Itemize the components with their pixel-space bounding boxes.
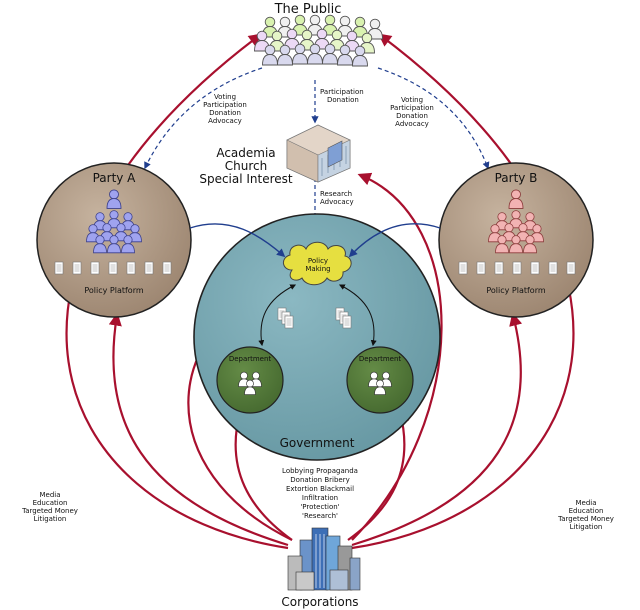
label-advocacy-a: Advocacy [208, 117, 242, 125]
label-targeted-money-right: Targeted Money [557, 515, 614, 523]
label-participation-a: Participation [203, 101, 247, 109]
link-policy-dept-left [258, 284, 297, 347]
corporations: Corporations [281, 527, 361, 609]
government-title: Government [280, 436, 355, 450]
department-left: Department [216, 346, 284, 414]
label-research-corp: 'Research' [302, 512, 338, 520]
label-media-left: Media [39, 491, 60, 499]
label-media-right: Media [575, 499, 596, 507]
skyscrapers-icon [287, 527, 361, 591]
label-corp-influence: Lobbying Propaganda Donation Bribery Ext… [282, 467, 358, 520]
label-participation-b: Participation [390, 104, 434, 112]
party-policy-arrows [189, 223, 441, 258]
party-b-platform-label: Policy Platform [486, 286, 546, 295]
department-right-label: Department [359, 355, 402, 363]
interest-line3: Special Interest [199, 172, 293, 186]
label-public-to-interest: Participation Donation [320, 88, 364, 104]
link-policy-dept-right [338, 284, 377, 347]
party-a-platform-label: Policy Platform [84, 286, 144, 295]
arrow-corp-to-public-left [65, 33, 289, 550]
public-title: The Public [274, 2, 342, 17]
label-infiltration: Infiltration [302, 494, 338, 502]
label-advocacy-b: Advocacy [395, 120, 429, 128]
arrow-public-to-party-b [377, 67, 490, 170]
label-litigation-left: Litigation [34, 515, 67, 523]
label-donation-a: Donation [209, 109, 241, 117]
interest-line2: Church [225, 159, 267, 173]
label-education-left: Education [33, 499, 68, 507]
building-icon [286, 124, 351, 183]
label-corp-to-public-left: Media Education Targeted Money Litigatio… [21, 491, 78, 523]
party-a: Party A Policy Platform [36, 162, 192, 318]
special-interest: Academia Church Special Interest [199, 124, 351, 186]
arrow-public-to-party-a [144, 67, 263, 170]
label-education-right: Education [569, 507, 604, 515]
label-public-to-party-a: Voting Participation Donation Advocacy [203, 93, 247, 125]
interest-line1: Academia [216, 146, 275, 160]
policy-making-cloud: Policy Making [283, 241, 352, 286]
label-voting-a: Voting [214, 93, 236, 101]
arrow-corp-to-dept-left [230, 409, 293, 541]
public: The Public [253, 2, 384, 67]
corporate-influence-arrows [65, 33, 575, 550]
label-public-to-party-b: Voting Participation Donation Advocacy [390, 96, 434, 128]
policy-label-line1: Policy [308, 257, 328, 265]
arrow-corp-to-public-right [351, 33, 575, 550]
label-donation-b: Donation [396, 112, 428, 120]
label-donation-bribery: Donation Bribery [290, 476, 349, 484]
label-advocacy-policy: Advocacy [320, 198, 354, 206]
arrow-corp-to-interest [351, 172, 443, 541]
label-corp-to-public-right: Media Education Targeted Money Litigatio… [557, 499, 614, 531]
arrow-party-a-to-policy [189, 223, 286, 258]
government: Government Policy Making Department [193, 213, 441, 461]
department-left-label: Department [229, 355, 272, 363]
party-b: Party B Policy Platform [438, 162, 594, 318]
label-interest-to-policy: Research Advocacy [320, 190, 354, 206]
crowd-icon [253, 14, 384, 67]
label-protection: 'Protection' [300, 503, 339, 511]
arrow-corp-to-party-a [108, 312, 289, 547]
label-litigation-right: Litigation [570, 523, 603, 531]
party-b-title: Party B [495, 171, 538, 185]
policy-label-line2: Making [305, 265, 330, 273]
label-research: Research [320, 190, 352, 198]
label-voting-b: Voting [401, 96, 423, 104]
corporations-title: Corporations [281, 595, 358, 609]
arrow-party-b-to-policy [348, 223, 441, 258]
label-participation-interest: Participation [320, 88, 364, 96]
arrow-corp-to-party-b [351, 312, 523, 547]
label-extortion-blackmail: Extortion Blackmail [286, 485, 354, 493]
label-targeted-money-left: Targeted Money [21, 507, 78, 515]
label-donation-interest: Donation [327, 96, 359, 104]
party-a-title: Party A [93, 171, 137, 185]
department-right: Department [346, 346, 414, 414]
label-lobbying-propaganda: Lobbying Propaganda [282, 467, 358, 475]
policy-department-links [258, 284, 377, 347]
